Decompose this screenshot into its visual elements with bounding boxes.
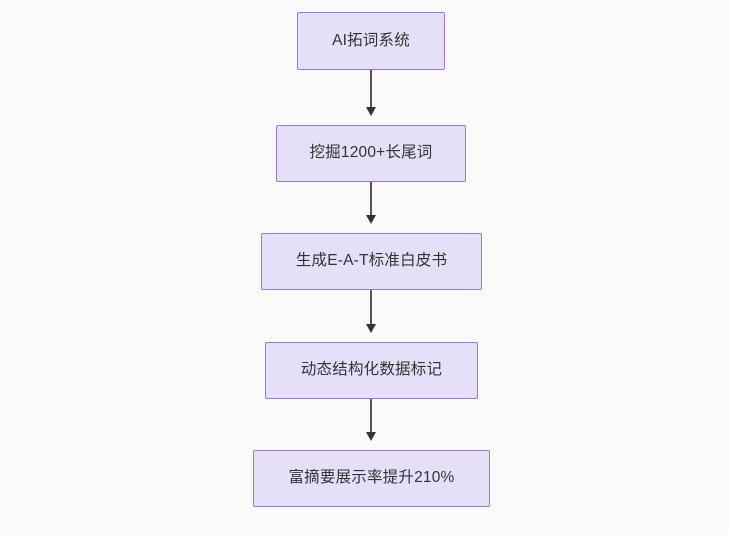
edge-line <box>370 70 372 108</box>
arrowhead-down-icon <box>366 324 376 333</box>
flow-edge-n2-n3 <box>366 182 376 224</box>
flow-edge-n1-n2 <box>366 70 376 116</box>
flow-node-rich-snippet-rate-increase[interactable]: 富摘要展示率提升210% <box>253 450 490 507</box>
flow-node-label: AI拓词系统 <box>332 31 410 49</box>
arrowhead-down-icon <box>366 107 376 116</box>
edge-line <box>370 399 372 433</box>
flow-edge-n3-n4 <box>366 290 376 333</box>
flow-node-label: 挖掘1200+长尾词 <box>309 144 433 162</box>
flow-node-mine-longtail-keywords[interactable]: 挖掘1200+长尾词 <box>276 125 466 182</box>
flow-node-ai-keyword-system[interactable]: AI拓词系统 <box>297 12 445 70</box>
arrowhead-down-icon <box>366 432 376 441</box>
flow-node-label: 生成E-A-T标准白皮书 <box>295 252 448 270</box>
flow-node-dynamic-structured-data-markup[interactable]: 动态结构化数据标记 <box>265 342 478 399</box>
flow-node-label: 动态结构化数据标记 <box>300 361 443 379</box>
edge-line <box>370 290 372 325</box>
edge-line <box>370 182 372 216</box>
flow-node-generate-eat-whitepaper[interactable]: 生成E-A-T标准白皮书 <box>261 233 482 290</box>
flow-node-label: 富摘要展示率提升210% <box>288 469 455 487</box>
arrowhead-down-icon <box>366 215 376 224</box>
flow-edge-n4-n5 <box>366 399 376 441</box>
